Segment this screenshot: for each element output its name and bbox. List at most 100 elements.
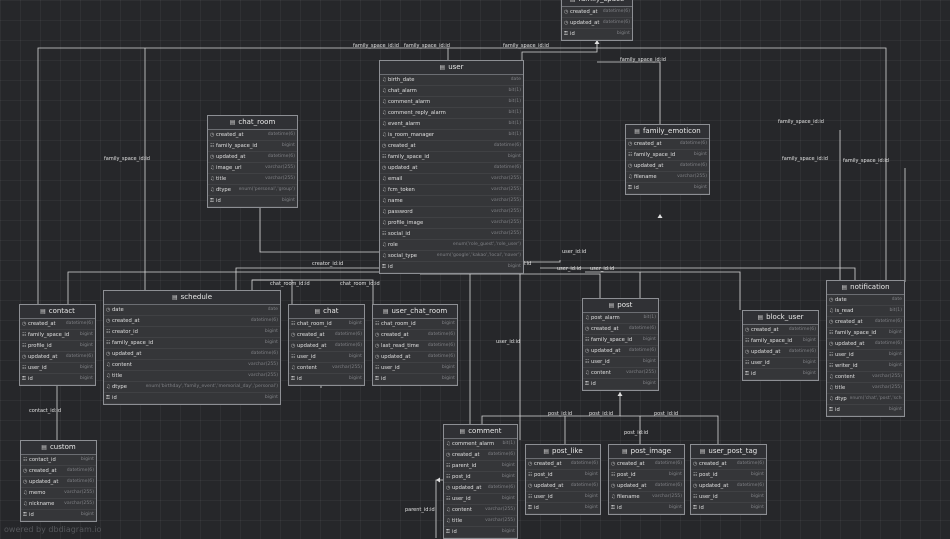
table-header[interactable]: ▤block_user	[743, 311, 818, 325]
table-header[interactable]: ▤schedule	[104, 291, 280, 305]
table-header[interactable]: ▤user	[380, 61, 523, 75]
table-header[interactable]: ▤notification	[827, 281, 904, 295]
table-header[interactable]: ▤custom	[21, 441, 96, 455]
table-header[interactable]: ▤user_post_tag	[691, 445, 766, 459]
table-header[interactable]: ▤chat_room	[208, 116, 297, 130]
table-header[interactable]: ▤post_image	[609, 445, 684, 459]
table-header[interactable]: ▤post	[583, 299, 658, 313]
table-header[interactable]: ▤chat	[289, 305, 364, 319]
table-family-space[interactable]: ▤family_space◷created_atdatetime(6)◷upda…	[561, 0, 633, 41]
table-header[interactable]: ▤user_chat_room	[373, 305, 457, 319]
table-header[interactable]: ▤family_emoticon	[626, 125, 709, 139]
table-header[interactable]: ▤family_space	[562, 0, 632, 7]
